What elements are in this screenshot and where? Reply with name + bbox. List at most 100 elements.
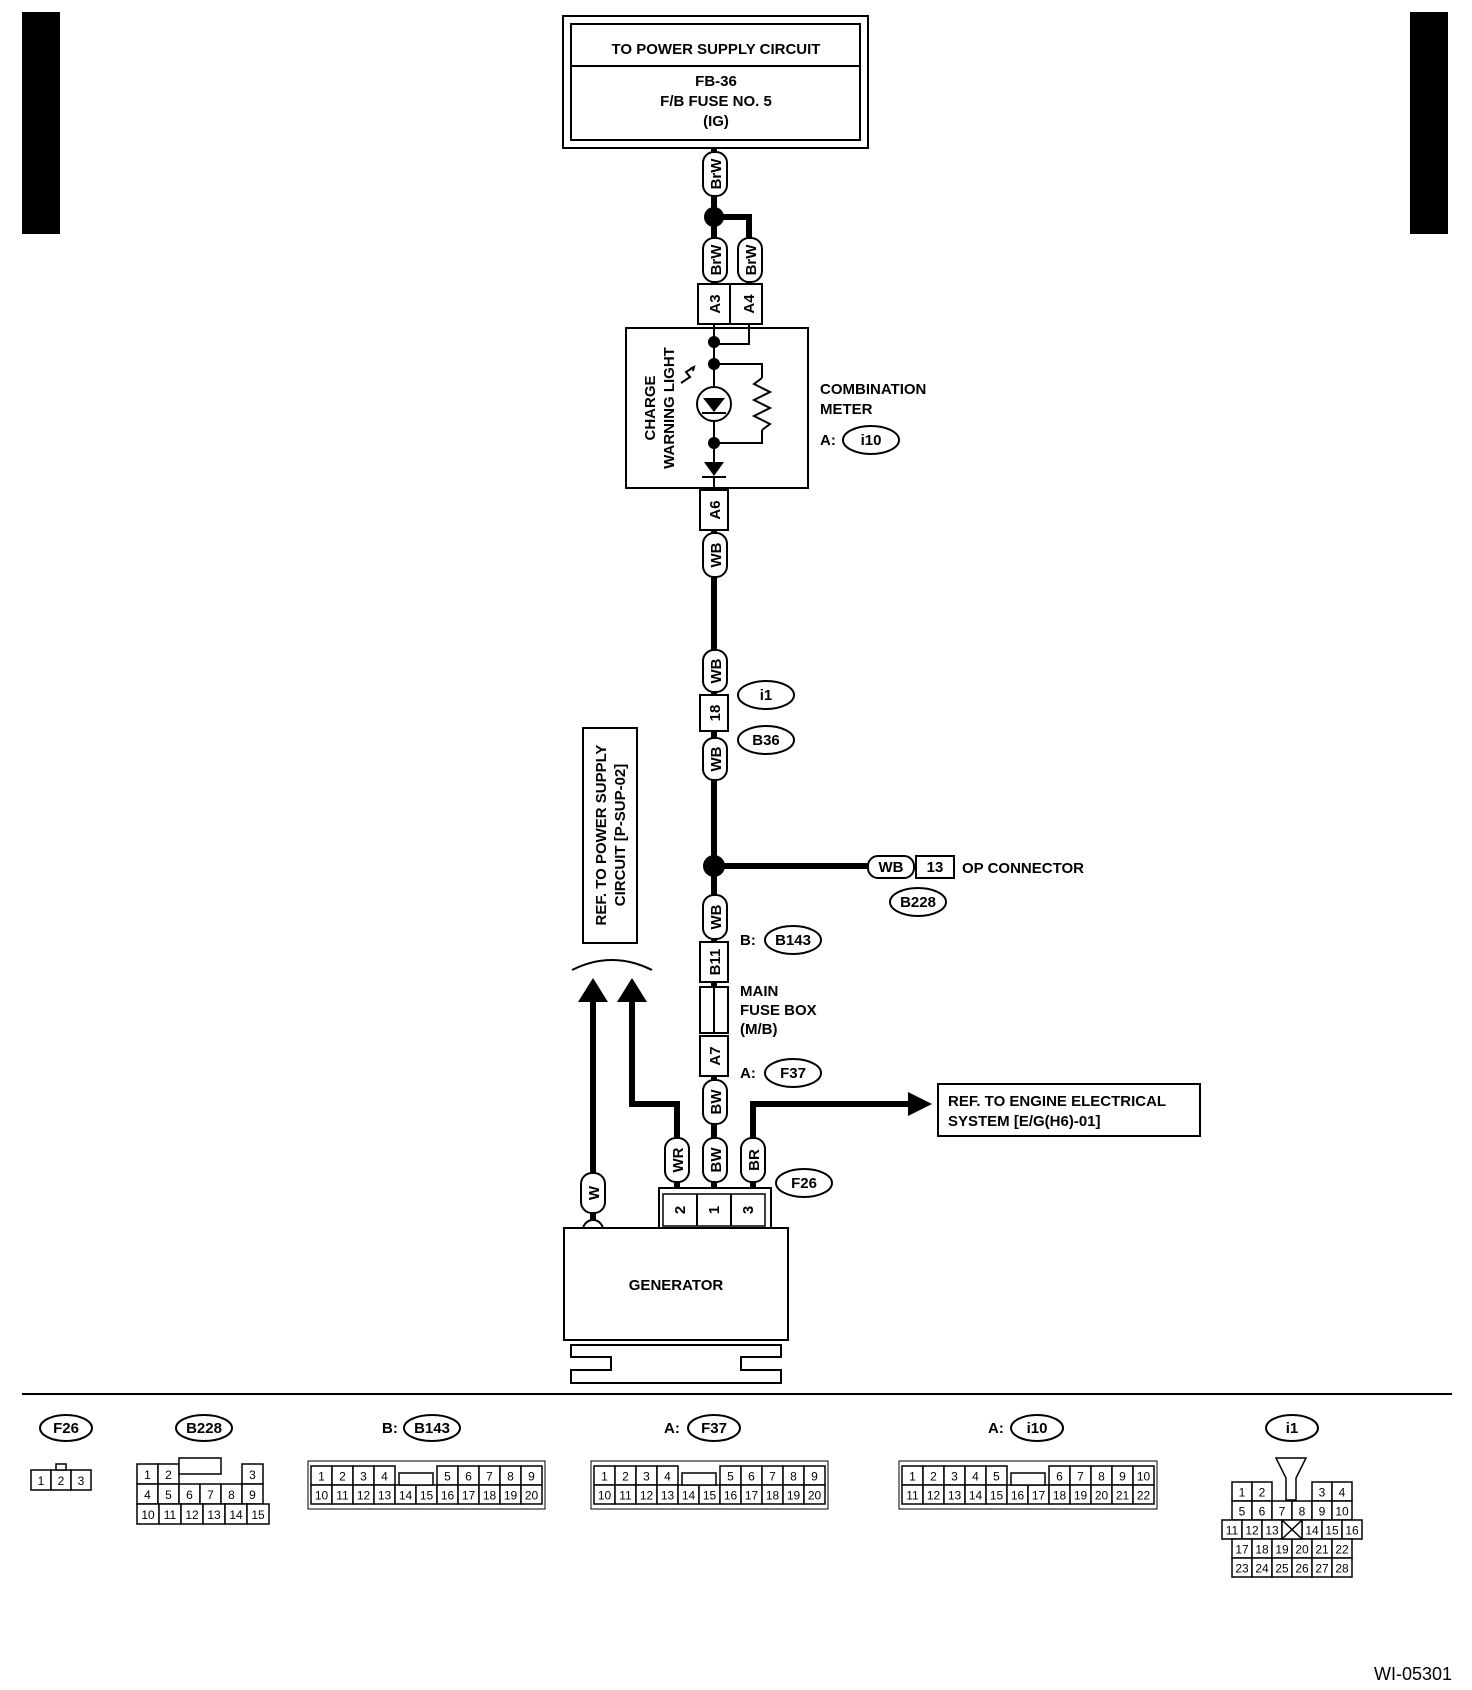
- pin-b11: B11: [707, 949, 724, 976]
- connector-i1-badge: i1: [760, 687, 773, 704]
- svg-text:WB: WB: [708, 658, 725, 683]
- pin-i1-2: 2: [1259, 1486, 1266, 1500]
- pin-f37-10: 10: [598, 1489, 612, 1503]
- gen-pin-3: 3: [740, 1206, 757, 1214]
- generator-label: GENERATOR: [629, 1277, 724, 1294]
- combination-meter: A3 A4 CHARGE WARNING LIGHT A6 COMBINATIO…: [625, 283, 926, 531]
- pin-b143-16: 16: [441, 1489, 455, 1503]
- pin-i1-3: 3: [1319, 1486, 1326, 1500]
- side-tab-right-label: CHG-01: [1415, 75, 1445, 170]
- wire-label-brw-top: BrW: [702, 151, 728, 197]
- connector-view-f37-name: F37: [701, 1420, 727, 1437]
- pin-b228-14: 14: [229, 1508, 243, 1522]
- pin-i1-4: 4: [1339, 1486, 1346, 1500]
- pin-b228-9: 9: [249, 1488, 256, 1502]
- charge-warning-label-1: CHARGE: [642, 375, 659, 440]
- pin-i1-7: 7: [1279, 1505, 1286, 1519]
- wire-label-brw-a3: BrW: [702, 237, 728, 283]
- pin-f37-12: 12: [640, 1489, 654, 1503]
- pin-i1-15: 15: [1325, 1524, 1339, 1538]
- pin-b143-2: 2: [339, 1470, 346, 1484]
- pin-i10-15: 15: [990, 1489, 1004, 1503]
- pin-i10-16: 16: [1011, 1489, 1025, 1503]
- pin-i1-8: 8: [1299, 1505, 1306, 1519]
- connector-f26-badge: F26: [791, 1175, 817, 1192]
- pin-i1-20: 20: [1295, 1543, 1309, 1557]
- fuse-id: FB-36: [695, 73, 737, 90]
- pin-f37-15: 15: [703, 1489, 717, 1503]
- pin-b228-12: 12: [185, 1508, 199, 1522]
- side-tab-left-label: CHG-01: [27, 75, 57, 170]
- pin-b228-5: 5: [165, 1488, 172, 1502]
- pin-i10-19: 19: [1074, 1489, 1088, 1503]
- figure-id: WI-05301: [1374, 1664, 1452, 1684]
- pin-i10-1: 1: [909, 1470, 916, 1484]
- connector-b36-badge: B36: [752, 732, 780, 749]
- pin-f37-20: 20: [808, 1489, 822, 1503]
- pin-i10-13: 13: [948, 1489, 962, 1503]
- op-pin: 13: [927, 859, 944, 876]
- svg-text:BW: BW: [708, 1089, 725, 1115]
- pin-b143-9: 9: [528, 1470, 535, 1484]
- pin-f37-1: 1: [601, 1470, 608, 1484]
- pin-i10-12: 12: [927, 1489, 941, 1503]
- pin-i1-17: 17: [1235, 1543, 1249, 1557]
- pin-f37-9: 9: [811, 1470, 818, 1484]
- ref-engine-line1: REF. TO ENGINE ELECTRICAL: [948, 1093, 1166, 1110]
- connector-view-b143-name: B143: [414, 1420, 450, 1437]
- pin-i1-22: 22: [1335, 1543, 1349, 1557]
- main-fuse-label-3: (M/B): [740, 1021, 778, 1038]
- pin-b228-8: 8: [228, 1488, 235, 1502]
- pin-i10-9: 9: [1119, 1470, 1126, 1484]
- op-wire-label: WB: [879, 859, 904, 876]
- pin-b143-13: 13: [378, 1489, 392, 1503]
- pin-f37-17: 17: [745, 1489, 759, 1503]
- svg-text:BrW: BrW: [708, 244, 725, 276]
- pin-b228-6: 6: [186, 1488, 193, 1502]
- pin-f37-14: 14: [682, 1489, 696, 1503]
- pin-i1-28: 28: [1335, 1562, 1349, 1576]
- pin-b143-14: 14: [399, 1489, 413, 1503]
- svg-text:BrW: BrW: [743, 244, 760, 276]
- connector-b228-badge: B228: [900, 894, 936, 911]
- combination-meter-label-2: METER: [820, 401, 873, 418]
- pin-i1-14: 14: [1305, 1524, 1319, 1538]
- pin-i10-21: 21: [1116, 1489, 1130, 1503]
- main-fuse-label-2: FUSE BOX: [740, 1002, 817, 1019]
- pin-i1-16: 16: [1345, 1524, 1359, 1538]
- fuse-b-prefix: B:: [740, 932, 756, 949]
- pin-i10-20: 20: [1095, 1489, 1109, 1503]
- wire-label-brw-a4: BrW: [737, 237, 763, 283]
- pin-f37-4: 4: [664, 1470, 671, 1484]
- pin-b143-20: 20: [525, 1489, 539, 1503]
- pin-b143-4: 4: [381, 1470, 388, 1484]
- pin-b143-1: 1: [318, 1470, 325, 1484]
- pin-i1-24: 24: [1255, 1562, 1269, 1576]
- op-connector: WB 13 OP CONNECTOR B228: [867, 855, 1084, 917]
- pin-i1-1: 1: [1239, 1486, 1246, 1500]
- pin-f37-6: 6: [748, 1470, 755, 1484]
- svg-text:WB: WB: [708, 542, 725, 567]
- combination-meter-prefix: A:: [820, 432, 836, 449]
- pin-f26-1: 1: [38, 1474, 45, 1488]
- svg-text:BrW: BrW: [708, 158, 725, 190]
- svg-text:WB: WB: [708, 904, 725, 929]
- generator: 2 1 3 F26 GENERATOR: [563, 1168, 833, 1384]
- connector-view-b228-name: B228: [186, 1420, 222, 1437]
- svg-text:BR: BR: [746, 1149, 763, 1171]
- pin-i1-25: 25: [1275, 1562, 1289, 1576]
- pin-b228-7: 7: [207, 1488, 214, 1502]
- side-tab-right: CHG-01: [1410, 12, 1448, 234]
- pin-i1-6: 6: [1259, 1505, 1266, 1519]
- pin-b143-17: 17: [462, 1489, 476, 1503]
- pin-i1-19: 19: [1275, 1543, 1289, 1557]
- connector-view-f26-name: F26: [53, 1420, 79, 1437]
- connector-view-i1-name: i1: [1286, 1420, 1299, 1437]
- pin-f37-13: 13: [661, 1489, 675, 1503]
- pin-i10-3: 3: [951, 1470, 958, 1484]
